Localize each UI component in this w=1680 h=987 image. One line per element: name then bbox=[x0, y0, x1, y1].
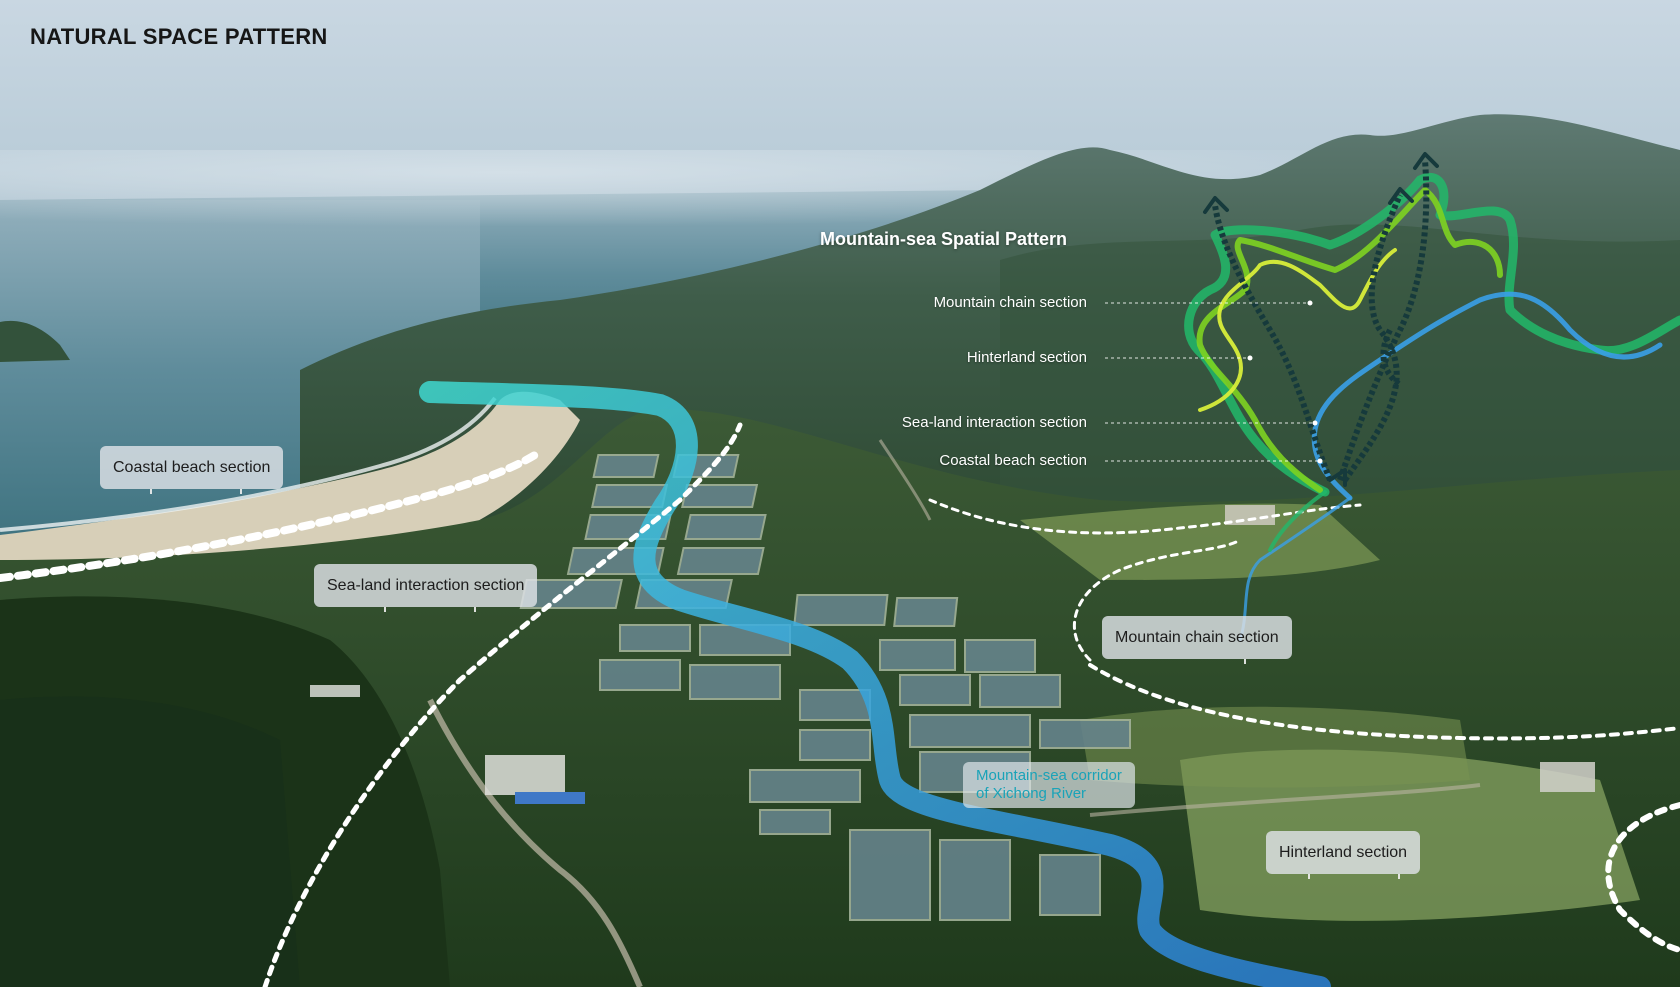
label-text: Sea-land interaction section bbox=[327, 577, 525, 594]
legend-item-sea-land: Sea-land interaction section bbox=[901, 414, 1087, 431]
label-hinterland-section: Hinterland section bbox=[1266, 831, 1421, 879]
label-text-line1: Mountain-sea corridor bbox=[976, 767, 1122, 784]
legend-title: Mountain-sea Spatial Pattern bbox=[820, 229, 1068, 249]
page-title: NATURAL SPACE PATTERN bbox=[30, 24, 328, 49]
label-text: Hinterland section bbox=[1279, 844, 1408, 861]
legend-item-hinterland: Hinterland section bbox=[966, 349, 1087, 366]
legend-item-coastal-beach: Coastal beach section bbox=[939, 452, 1087, 469]
label-text: Coastal beach section bbox=[113, 459, 271, 476]
label-sea-land-interaction-section: Sea-land interaction section bbox=[314, 564, 538, 612]
label-coastal-beach-section: Coastal beach section bbox=[100, 446, 284, 494]
legend-item-mountain-chain: Mountain chain section bbox=[933, 294, 1087, 311]
label-river-corridor: Mountain-sea corridor of Xichong River bbox=[963, 762, 1135, 808]
label-text: Mountain chain section bbox=[1115, 629, 1279, 646]
label-mountain-chain-section: Mountain chain section bbox=[1102, 616, 1292, 664]
label-text-line2: of Xichong River bbox=[976, 785, 1087, 802]
